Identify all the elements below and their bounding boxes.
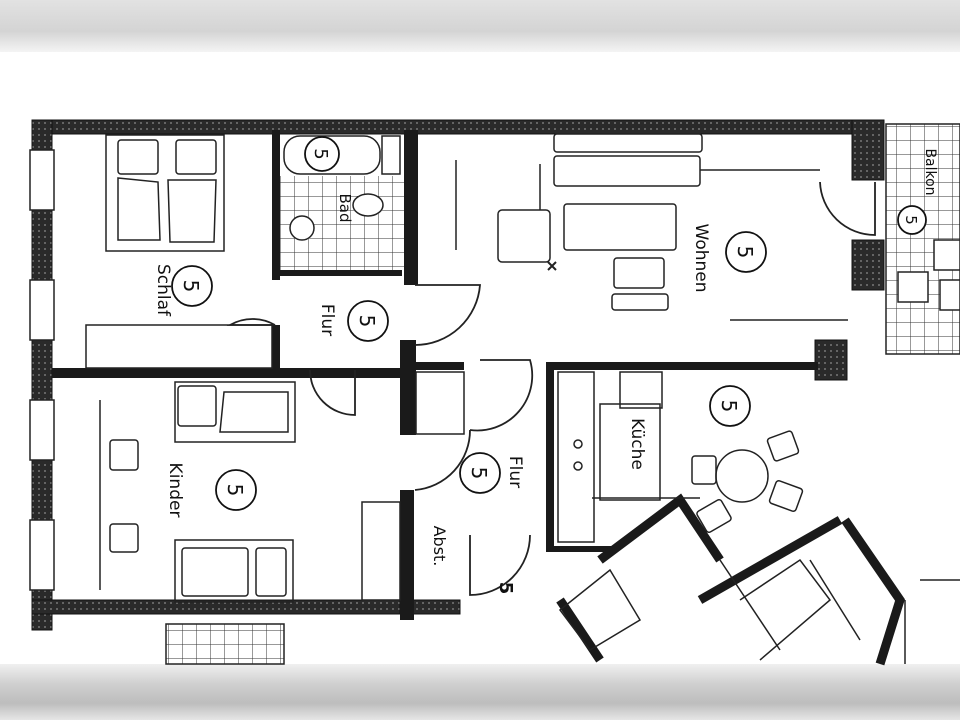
room-label-kueche: Küche xyxy=(627,418,647,470)
door-swings xyxy=(226,181,876,596)
room-label-kinder: Kinder xyxy=(165,463,185,518)
room-label-abst: Abst. xyxy=(430,526,449,567)
balkon-symbol: 5 xyxy=(902,215,920,225)
interior-walls xyxy=(52,130,818,620)
wohnen-symbol-circle xyxy=(725,231,767,273)
schlaf-furniture xyxy=(85,134,273,369)
room-label-balkon: Balkon xyxy=(922,148,938,195)
wohnen-furniture xyxy=(455,133,848,321)
left-windows xyxy=(29,149,55,591)
bad-symbol: 5 xyxy=(310,148,331,159)
balcony xyxy=(885,123,960,355)
bad-symbol-circle xyxy=(304,136,340,172)
top-shadow xyxy=(0,0,960,52)
room-label-wohnen: Wohnen xyxy=(691,224,711,293)
room-label-flur-1: Flur xyxy=(317,304,337,336)
kueche-symbol-circle xyxy=(709,385,751,427)
bottom-shadow xyxy=(0,664,960,720)
stair-walls xyxy=(556,493,905,666)
flur2-symbol-circle xyxy=(459,452,501,494)
balkon-symbol-circle xyxy=(897,205,927,235)
kueche-furniture xyxy=(557,371,804,543)
kinder-furniture xyxy=(99,371,465,603)
room-symbols xyxy=(171,136,927,511)
room-label-flur-2: Flur xyxy=(505,456,525,488)
room-label-bad: Bad xyxy=(336,193,354,222)
room-label-schlaf: Schlaf xyxy=(153,264,173,317)
kinder-symbol: 5 xyxy=(223,484,247,497)
flur2-symbol: 5 xyxy=(467,467,491,480)
schlaf-symbol: 5 xyxy=(179,280,203,293)
flur1-symbol: 5 xyxy=(355,315,379,328)
wohnen-symbol: 5 xyxy=(733,246,757,259)
schlaf-symbol-circle xyxy=(171,265,213,307)
stair-lines xyxy=(165,558,960,665)
kueche-symbol: 5 xyxy=(717,400,741,413)
kinder-symbol-circle xyxy=(215,469,257,511)
abst-symbol: 5 xyxy=(495,582,516,595)
flur1-symbol-circle xyxy=(347,300,389,342)
